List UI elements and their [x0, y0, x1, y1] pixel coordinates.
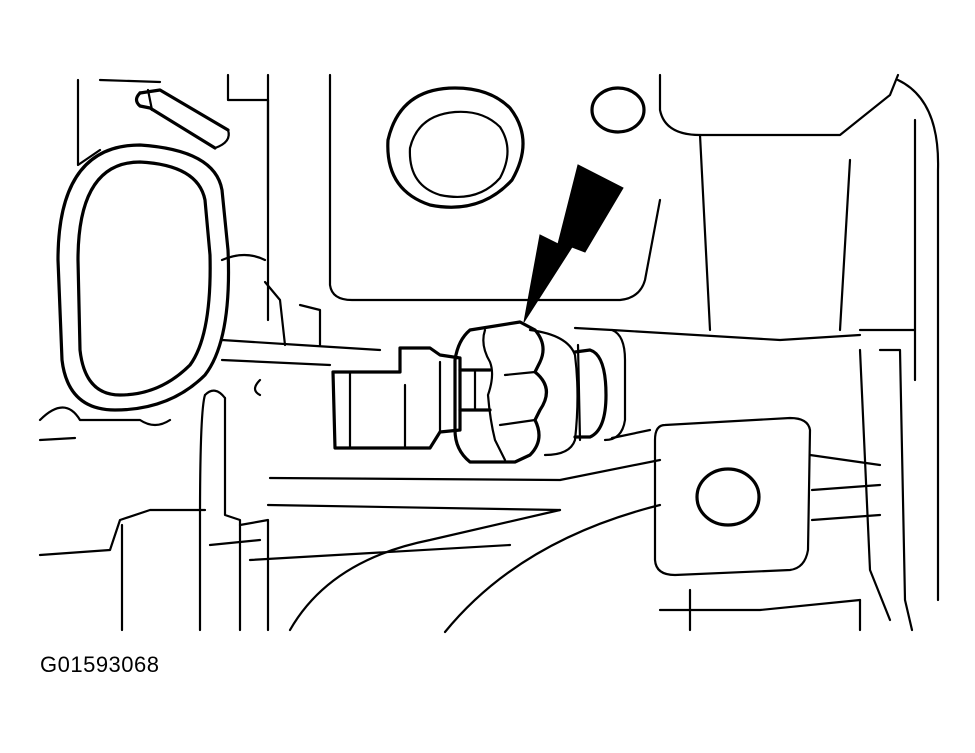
top-bore	[386, 86, 525, 209]
pointer-arrow-icon	[523, 164, 624, 323]
oval-port	[56, 143, 231, 412]
engine-block	[38, 73, 940, 634]
small-hole	[590, 86, 646, 134]
figure-code: G01593068	[40, 652, 160, 677]
sensor-with-connector	[331, 320, 627, 464]
dowel-pin	[134, 88, 230, 150]
boss-hole	[695, 467, 761, 527]
